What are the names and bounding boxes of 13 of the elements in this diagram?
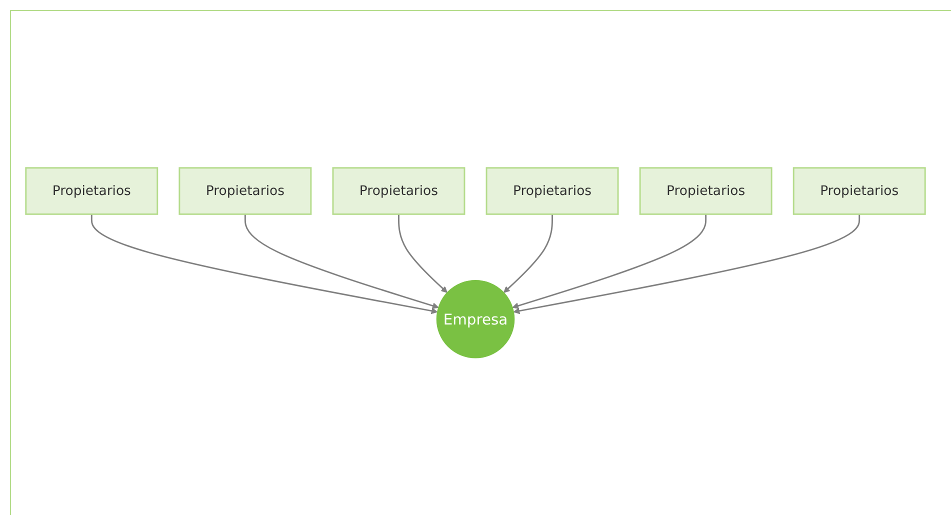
node-box: Propietarios: [25, 166, 158, 215]
node-box: Propietarios: [486, 166, 619, 215]
node-box: Propietarios: [178, 166, 312, 215]
arrow: [513, 214, 860, 314]
arrow: [90, 214, 438, 314]
node-circle: Empresa: [436, 280, 515, 358]
node-box: Propietarios: [332, 166, 466, 215]
arrow: [398, 214, 448, 292]
arrow: [512, 214, 707, 308]
arrow: [504, 214, 553, 292]
node-box: Propietarios: [639, 166, 772, 215]
arrow: [244, 214, 439, 308]
node-box: Propietarios: [792, 166, 926, 215]
